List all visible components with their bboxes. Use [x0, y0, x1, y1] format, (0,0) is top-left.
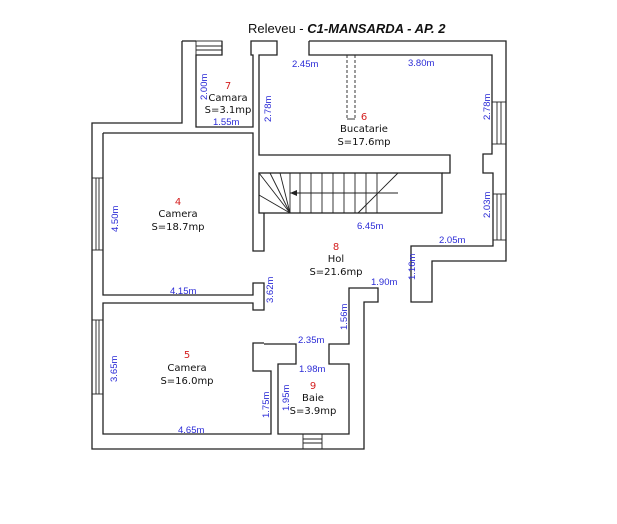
room-number: 8 — [333, 242, 339, 253]
room-9: 9 Baie S=3.9mp — [290, 381, 337, 417]
room-area: S=17.6mp — [337, 137, 390, 148]
room-area: S=18.7mp — [151, 222, 204, 233]
room-number: 5 — [184, 350, 190, 361]
dimension-label: 2.05m — [439, 235, 465, 246]
dimension-label: 2.00m — [199, 74, 210, 100]
dimension-label: 1.95m — [281, 385, 292, 411]
camera4-wall — [103, 132, 265, 252]
camara-wall — [195, 40, 451, 174]
dimension-label: 2.78m — [482, 94, 493, 120]
staircase — [258, 172, 443, 214]
window — [195, 40, 223, 56]
dimension-label: 6.45m — [357, 221, 383, 232]
plan-title: Releveu - C1-MANSARDA - AP. 2 — [248, 21, 446, 36]
dimension-label: 2.03m — [482, 192, 493, 218]
window — [302, 433, 323, 450]
dimension-label: 1.75m — [261, 392, 272, 418]
dashed-partition — [346, 55, 356, 120]
room-name: Camara — [208, 93, 247, 104]
walls — [91, 40, 507, 450]
window — [91, 319, 104, 395]
room-name: Camera — [167, 363, 206, 374]
dimension-label: 4.50m — [110, 206, 121, 232]
dimension-label: 3.62m — [265, 277, 276, 303]
dimension-label: 1.16m — [407, 254, 418, 280]
room-7: 7 Camara S=3.1mp — [205, 81, 252, 116]
stair-winder — [279, 172, 291, 214]
dimension-labels: 2.00m 1.55m 2.78m 2.45m 3.80m 2.78m 2.03… — [109, 58, 493, 436]
stair-arrow-icon — [290, 190, 297, 196]
camera5-wall — [102, 133, 272, 435]
room-8: 8 Hol S=21.6mp — [309, 242, 362, 278]
room-name: Camera — [158, 209, 197, 220]
stair-winder — [258, 194, 291, 214]
dimension-label: 4.15m — [170, 286, 196, 297]
title-prefix: Releveu - — [248, 21, 307, 36]
dimension-label: 3.80m — [408, 58, 434, 69]
room-5: 5 Camera S=16.0mp — [160, 350, 213, 387]
dimension-label: 1.56m — [339, 304, 350, 330]
window — [491, 101, 507, 145]
dimension-label: 1.90m — [371, 277, 397, 288]
room-4: 4 Camera S=18.7mp — [151, 197, 204, 233]
outer-wall — [91, 41, 379, 450]
room-area: S=3.9mp — [290, 406, 337, 417]
room-number: 9 — [310, 381, 316, 392]
windows — [91, 40, 507, 450]
dimension-label: 4.65m — [178, 425, 204, 436]
dimension-label: 2.35m — [298, 335, 324, 346]
title-name: C1-MANSARDA - AP. 2 — [307, 21, 446, 36]
room-area: S=21.6mp — [309, 267, 362, 278]
dimension-label: 2.45m — [292, 59, 318, 70]
room-name: Baie — [302, 393, 324, 404]
room-name: Bucatarie — [340, 124, 388, 135]
room-area: S=3.1mp — [205, 105, 252, 116]
dimension-label: 1.98m — [299, 364, 325, 375]
room-number: 6 — [361, 112, 367, 123]
window — [492, 193, 507, 241]
room-6: 6 Bucatarie S=17.6mp — [337, 112, 390, 148]
dimension-label: 1.55m — [213, 117, 239, 128]
room-number: 4 — [175, 197, 181, 208]
room-number: 7 — [225, 81, 231, 92]
stair-frame — [258, 172, 443, 214]
room-name: Hol — [328, 254, 344, 265]
stair-winder — [269, 172, 291, 214]
dimension-label: 3.65m — [109, 356, 120, 382]
window — [91, 177, 104, 251]
dimension-label: 2.78m — [263, 96, 274, 122]
stair-winder — [258, 172, 291, 214]
kitchen-wall — [308, 40, 507, 303]
room-area: S=16.0mp — [160, 376, 213, 387]
